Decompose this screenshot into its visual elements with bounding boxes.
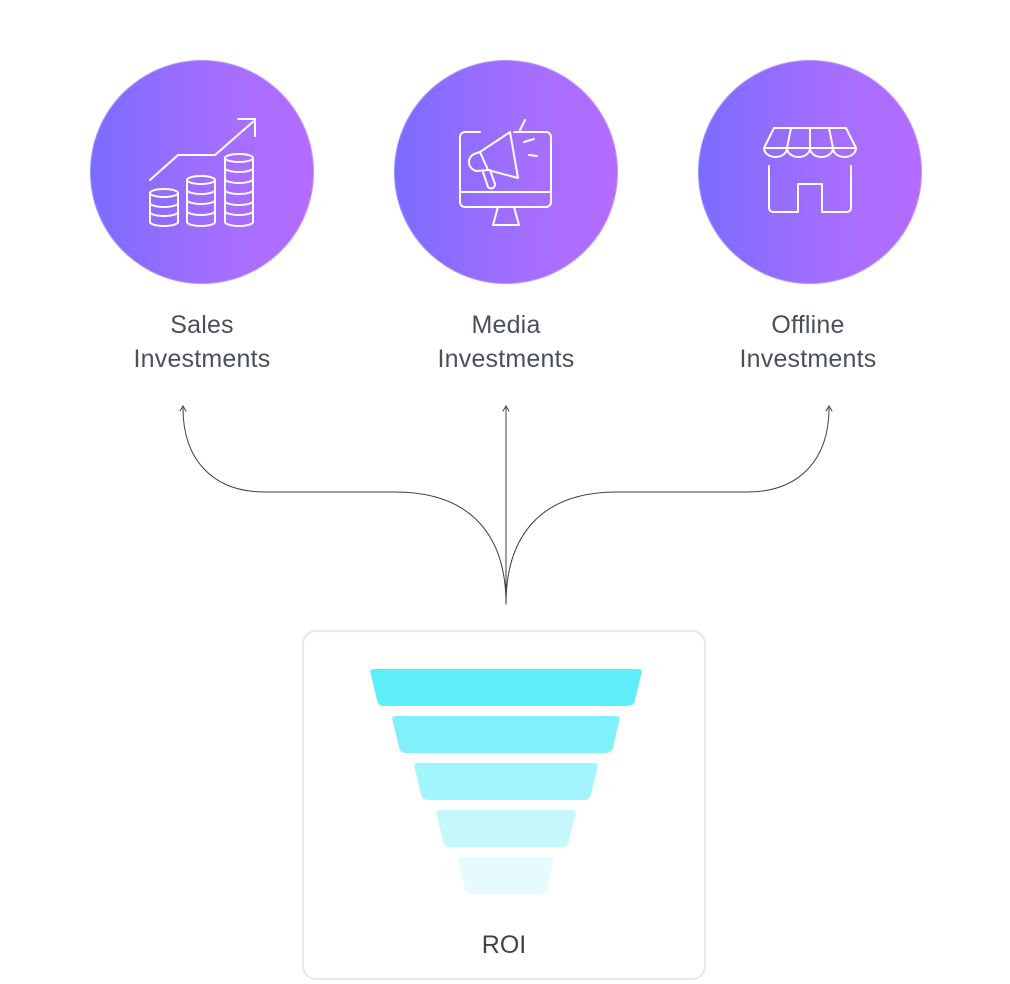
funnel-level-5 (458, 857, 554, 894)
offline-investments-circle (698, 60, 922, 284)
sales-label-line2: Investments (133, 345, 271, 373)
media-label-line2: Investments (437, 345, 575, 373)
funnel-level-4 (436, 810, 576, 847)
megaphone-monitor-icon (459, 119, 552, 226)
arrowhead-media (502, 405, 510, 412)
connector-to-offline (505, 407, 830, 605)
offline-label-line1: Offline (771, 311, 845, 339)
media-investments-label: Media Investments (386, 308, 626, 376)
funnel-levels (370, 669, 642, 894)
media-investments-circle (394, 60, 618, 284)
funnel-level-2 (392, 716, 620, 753)
media-label-line1: Media (471, 311, 541, 339)
storefront-icon (763, 127, 857, 213)
sales-label-line1: Sales (170, 311, 234, 339)
funnel-level-3 (414, 763, 598, 800)
arrowhead-sales (179, 405, 187, 412)
funnel-level-1 (370, 669, 642, 706)
coins-growth-icon (149, 118, 256, 227)
sales-investments-label: Sales Investments (82, 308, 322, 376)
offline-investments-label: Offline Investments (688, 308, 928, 376)
connector-to-sales (182, 407, 507, 605)
sales-investments-circle (90, 60, 314, 284)
roi-label: ROI (481, 931, 527, 959)
offline-label-line2: Investments (739, 345, 877, 373)
arrowhead-offline (825, 405, 833, 412)
